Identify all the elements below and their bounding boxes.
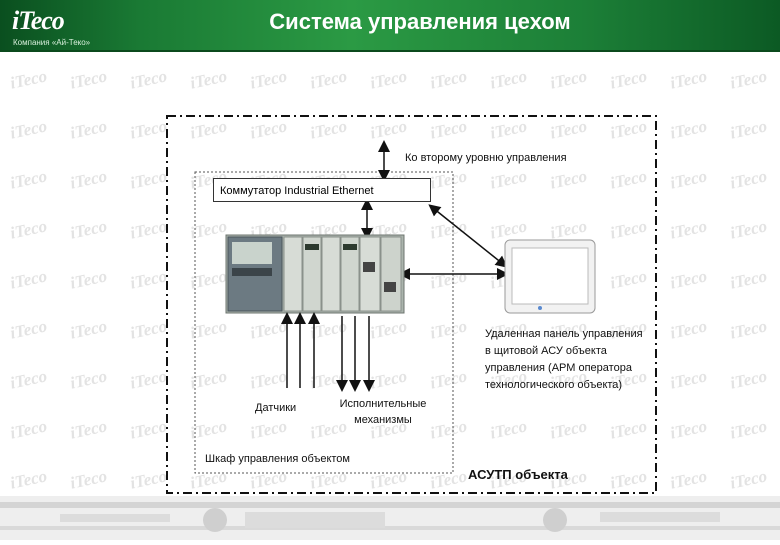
header-bar: iTeco Компания «Ай-Теко» Система управле… bbox=[0, 0, 780, 52]
circuit-pattern bbox=[0, 502, 780, 532]
plc-rack-icon bbox=[225, 234, 405, 314]
switch-panel-arrow bbox=[428, 204, 508, 268]
page-title: Система управления цехом bbox=[269, 9, 571, 34]
company-logo-subtitle: Компания «Ай-Теко» bbox=[13, 38, 91, 47]
remote-panel-label: Удаленная панель управления в щитовой АС… bbox=[485, 328, 643, 391]
actuators-label: Исполнительные механизмы bbox=[339, 398, 427, 426]
company-logo: iTeco bbox=[12, 6, 65, 35]
asutp-label: АСУТП объекта bbox=[468, 467, 568, 482]
sensors-label: Датчики bbox=[255, 402, 297, 414]
footer-decoration bbox=[0, 496, 780, 540]
cabinet-boundary bbox=[194, 171, 454, 474]
operator-panel-icon bbox=[504, 239, 596, 314]
second-level-label: Ко второму уровню управления bbox=[405, 152, 567, 164]
cabinet-label: Шкаф управления объектом bbox=[205, 453, 350, 465]
ethernet-switch-box: Коммутатор Industrial Ethernet bbox=[213, 178, 431, 202]
asutp-boundary bbox=[166, 115, 657, 494]
